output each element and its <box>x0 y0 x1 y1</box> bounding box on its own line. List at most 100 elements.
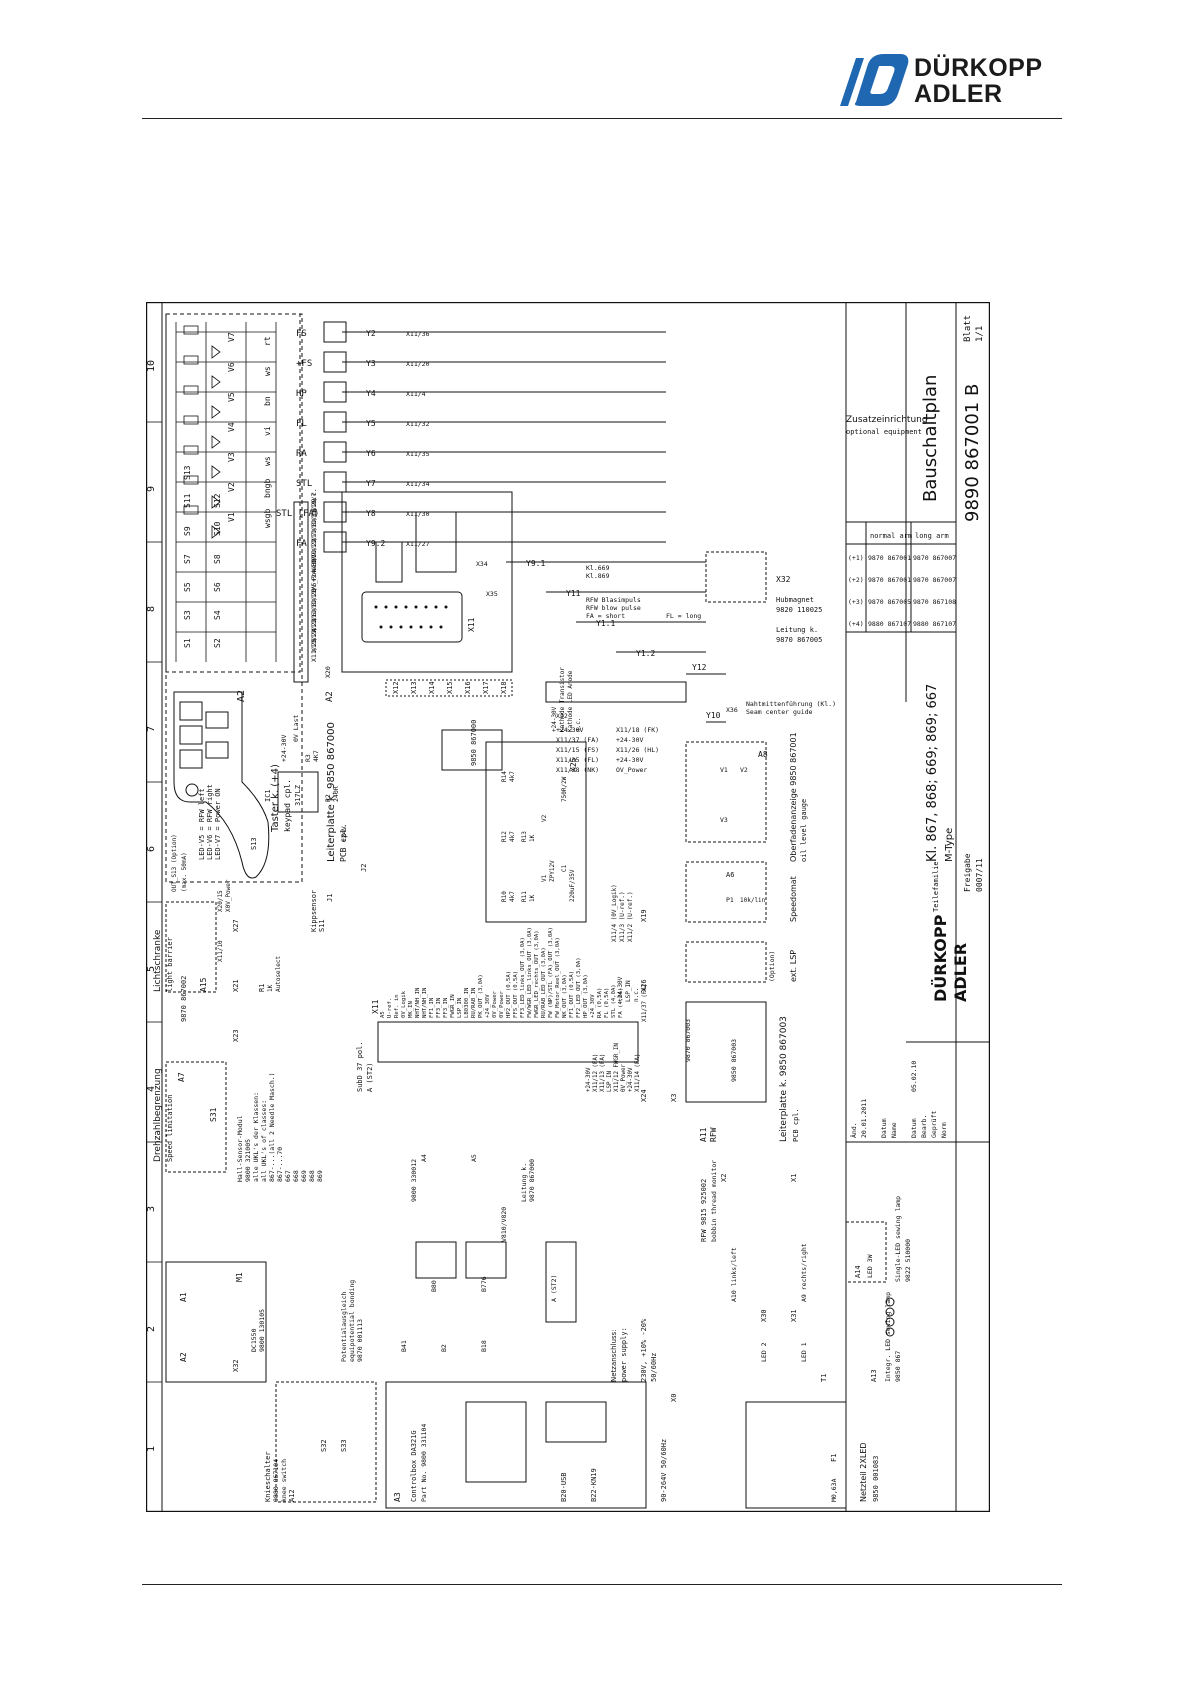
led-v1: V1 <box>227 512 236 522</box>
svg-text:R13: R13 <box>521 831 528 842</box>
svg-text:X13: X13 <box>410 681 418 694</box>
psu-led2: LED 2 <box>760 1342 768 1362</box>
svg-text:FF1_IN: FF1_IN <box>429 998 435 1018</box>
brand-logo: DÜRKOPP ADLER <box>838 50 1068 112</box>
rfw-title: RFW <box>709 1127 718 1142</box>
svg-text:9870 867108: 9870 867108 <box>913 598 956 606</box>
svg-text:X11/7: X11/7 <box>310 492 318 512</box>
svg-text:+24-30V: +24-30V <box>616 756 643 764</box>
speedomat-box <box>685 861 767 923</box>
r3-value: 4K7 <box>312 750 320 762</box>
col-num-3: 3 <box>146 1206 157 1212</box>
knee-switch-box <box>275 1381 377 1503</box>
rfw-a9: A9 rechts/right <box>800 1243 808 1302</box>
rfw-board-subtitle: PCB cpl. <box>792 1108 800 1142</box>
svg-text:X11/25: X11/25 <box>310 638 318 662</box>
psu-a13: A13 <box>870 1369 878 1382</box>
svg-text:R12: R12 <box>501 831 508 842</box>
svg-text:C1: C1 <box>561 864 568 872</box>
svg-text:+24-30V: +24-30V <box>616 736 643 744</box>
x19-pins: X11/4 (0V_Logik) X11/3 (U-ref.) X11/2 (U… <box>611 884 634 942</box>
wiring-diagram-svg: 1 2 3 4 5 6 7 8 9 10 Taster k. (+4) keyp… <box>145 301 991 1513</box>
valve-y1-1: Y1.1 <box>596 619 615 628</box>
svg-text:Kl.669: Kl.669 <box>586 564 610 572</box>
arm-head-normal: normal arm <box>870 532 912 540</box>
svg-text:X36: X36 <box>726 706 738 714</box>
col-num-5: 5 <box>146 966 157 972</box>
svg-text:750R/2W: 750R/2W <box>561 776 568 802</box>
svg-text:0V_Power: 0V_Power <box>499 990 505 1018</box>
switch-s2: S2 <box>213 638 222 648</box>
x32-cable: Leitung k. <box>776 626 818 634</box>
svg-text:X11/37 (FA): X11/37 (FA) <box>642 984 648 1022</box>
svg-text:Leitung k.: Leitung k. <box>520 1163 528 1202</box>
svg-text:X11/13 (FA): X11/13 (FA) <box>600 1054 606 1092</box>
kipp-j1: J1 <box>326 894 334 902</box>
keypad-outline <box>173 691 270 879</box>
lamp-title: Single-LED sewing lamp <box>894 1196 902 1282</box>
valve-fn-stl: STL <box>296 479 312 489</box>
svg-text:FW (NP)/STL (FA)_OUT (3,0A): FW (NP)/STL (FA)_OUT (3,0A) <box>548 927 554 1018</box>
motor-a2: A2 <box>179 1352 188 1362</box>
svg-text:FF1_OUT (0,5A): FF1_OUT (0,5A) <box>569 971 575 1018</box>
x25-label: X25 <box>569 757 578 772</box>
svg-text:FW_Motor_Reel_OUT (3,0A): FW_Motor_Reel_OUT (3,0A) <box>555 937 561 1018</box>
switch-s4: S4 <box>213 610 222 620</box>
svg-text:Geprüft: Geprüft <box>930 1111 938 1138</box>
r1-value: 1K <box>267 984 274 992</box>
doc-type: M-Type <box>944 828 955 862</box>
speed-limit-switch: S31 <box>209 1107 218 1122</box>
fill-gauge-box <box>685 741 767 843</box>
svg-text:Ref. in: Ref. in <box>394 994 400 1018</box>
valve-fn-plus-fs: +FS <box>296 359 312 369</box>
svg-text:4k7: 4k7 <box>509 831 516 842</box>
svg-text:X14: X14 <box>428 681 436 694</box>
doc-number: 9890 867001 B <box>962 384 983 522</box>
svg-text:9880 867107: 9880 867107 <box>913 620 956 628</box>
knee-id: A12 <box>288 1489 296 1502</box>
col-num-1: 1 <box>146 1446 157 1452</box>
ic1-name: 317LZ <box>294 785 302 806</box>
column-numbers: 1 2 3 4 5 6 7 8 9 10 <box>146 360 157 1452</box>
svg-text:+24_30V: +24_30V <box>485 994 491 1018</box>
svg-text:+24-30V: +24-30V <box>617 976 624 1002</box>
knee-s33: S33 <box>340 1439 348 1452</box>
keypad-part: S13 <box>250 837 258 850</box>
kipp-switch: S11 <box>318 919 326 932</box>
psu-lamp: Integr. LED sewing lamp <box>884 1292 892 1382</box>
switch-s8: S8 <box>213 554 222 564</box>
svg-text:X11/5: X11/5 <box>310 582 318 602</box>
speed-limit-box <box>165 1061 227 1173</box>
svg-text:9870 867000: 9870 867000 <box>528 1159 536 1202</box>
x19-label: X19 <box>640 909 648 922</box>
lb-terminal-2: X20/15 <box>217 890 224 912</box>
svg-text:9800 321005: 9800 321005 <box>244 1139 252 1182</box>
title-brand-1: DÜRKOPP <box>931 914 950 1002</box>
rfw-part: 9870 867003 <box>684 1019 692 1062</box>
led-v3: V3 <box>227 452 236 462</box>
svg-text:Norm: Norm <box>940 1122 948 1138</box>
svg-text:FF3_IN: FF3_IN <box>443 998 449 1018</box>
svg-text:X11/15 (FS): X11/15 (FS) <box>556 746 599 754</box>
psu-led1: LED 1 <box>800 1342 808 1362</box>
led-wire-1: wsgb <box>263 509 272 528</box>
svg-text:X22: X22 <box>556 712 568 720</box>
svg-text:X11/6: X11/6 <box>310 612 318 632</box>
svg-text:X11/30: X11/30 <box>406 510 430 518</box>
rfw-monitor: RFW 9815 925002 <box>700 1179 708 1242</box>
svg-text:OV_Power: OV_Power <box>310 561 318 592</box>
board-part-number: 9850 867000 <box>470 720 478 766</box>
board-chip-1 <box>375 541 403 583</box>
svg-text:869: 869 <box>316 1170 324 1182</box>
x26-label: X26 <box>640 979 648 992</box>
svg-text:V1: V1 <box>541 874 548 882</box>
svg-text:X0: X0 <box>670 1394 678 1402</box>
svg-text:X11/35: X11/35 <box>406 450 430 458</box>
knee-s32: S32 <box>320 1439 328 1452</box>
svg-text:Seam center guide: Seam center guide <box>746 708 813 716</box>
svg-text:(+3): (+3) <box>848 598 864 606</box>
x11-signals: A5 U-ref. Ref. in 0V_Logik MK_IN NHT/NH_… <box>380 927 624 1018</box>
motor-name: DC1550 <box>250 1328 258 1352</box>
frame <box>145 301 991 1513</box>
speedomat-p1-val: 10k/lin <box>740 897 766 904</box>
